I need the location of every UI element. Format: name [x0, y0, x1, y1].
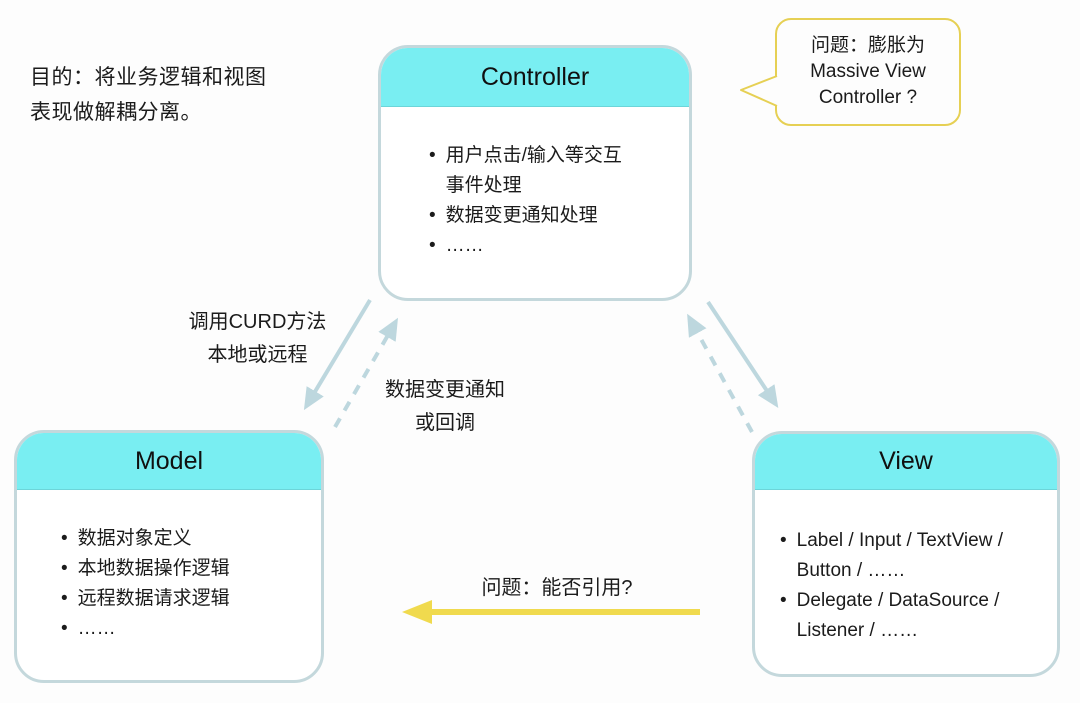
list-item: • 用户点击/输入等交互 事件处理	[429, 141, 675, 201]
controller-box-header: Controller	[381, 48, 689, 107]
view-model-question-arrow	[402, 600, 700, 624]
controller-view-arrows	[687, 300, 779, 433]
list-item: • 数据对象定义	[61, 524, 307, 554]
massive-view-controller-callout: 问题：膨胀为 Massive View Controller ?	[775, 18, 961, 126]
model-box-title: Model	[134, 446, 204, 475]
bullet-icon: •	[780, 530, 787, 551]
callout-tail-shape	[740, 75, 778, 107]
controller-box-body: • 用户点击/输入等交互 事件处理 • 数据变更通知处理 • ……	[381, 107, 689, 261]
bullet-icon: •	[429, 145, 436, 166]
list-item-text: 数据变更通知处理	[445, 205, 598, 226]
view-box-header: View	[755, 434, 1057, 490]
view-box: View • Label / Input / TextView / Button…	[752, 431, 1060, 677]
dashed-arrow-view-to-controller	[687, 313, 754, 433]
view-box-body: • Label / Input / TextView / Button / ………	[755, 490, 1057, 646]
purpose-note: 目的：将业务逻辑和视图 表现做解耦分离。	[30, 66, 267, 124]
label-reference-question: 问题：能否引用?	[481, 577, 633, 599]
list-item: • ……	[61, 614, 307, 644]
list-item-text: Delegate / DataSource / Listener / ……	[796, 590, 1000, 641]
controller-box: Controller • 用户点击/输入等交互 事件处理 • 数据变更通知处理 …	[378, 45, 692, 301]
model-box-body: • 数据对象定义 • 本地数据操作逻辑 • 远程数据请求逻辑 • ……	[17, 490, 321, 644]
model-bullet-list: • 数据对象定义 • 本地数据操作逻辑 • 远程数据请求逻辑 • ……	[61, 524, 307, 644]
bullet-icon: •	[61, 588, 68, 609]
bullet-icon: •	[61, 558, 68, 579]
label-curd-call: 调用CURD方法 本地或远程	[188, 311, 327, 366]
list-item-text: ……	[445, 235, 484, 256]
model-box: Model • 数据对象定义 • 本地数据操作逻辑 • 远程数据请求逻辑 • …	[14, 430, 324, 683]
callout-tail	[740, 75, 778, 107]
list-item-text: ……	[77, 618, 116, 639]
list-item: • Label / Input / TextView / Button / ……	[780, 526, 1049, 586]
model-box-header: Model	[17, 433, 321, 490]
list-item-text: Label / Input / TextView / Button / ……	[796, 530, 1003, 581]
list-item: • 本地数据操作逻辑	[61, 554, 307, 584]
bullet-icon: •	[429, 235, 436, 256]
list-item: • ……	[429, 231, 675, 261]
bullet-icon: •	[429, 205, 436, 226]
dashed-arrow-model-to-controller	[333, 317, 398, 428]
list-item-text: 远程数据请求逻辑	[77, 588, 230, 609]
bullet-icon: •	[61, 618, 68, 639]
list-item: • 远程数据请求逻辑	[61, 584, 307, 614]
callout-text: 问题：膨胀为 Massive View Controller ?	[810, 35, 926, 108]
list-item-text: 用户点击/输入等交互 事件处理	[445, 145, 622, 196]
solid-arrow-controller-to-view	[706, 300, 779, 408]
controller-model-arrows	[303, 298, 398, 428]
label-data-change-notify: 数据变更通知 或回调	[385, 379, 505, 434]
controller-box-title: Controller	[480, 62, 590, 91]
list-item-text: 数据对象定义	[77, 528, 192, 549]
solid-arrow-controller-to-model	[303, 298, 372, 411]
controller-bullet-list: • 用户点击/输入等交互 事件处理 • 数据变更通知处理 • ……	[429, 141, 675, 261]
list-item: • 数据变更通知处理	[429, 201, 675, 231]
bullet-icon: •	[780, 590, 787, 611]
view-bullet-list: • Label / Input / TextView / Button / ………	[780, 526, 1049, 646]
view-box-title: View	[879, 447, 933, 475]
list-item-text: 本地数据操作逻辑	[77, 558, 230, 579]
bullet-icon: •	[61, 528, 68, 549]
list-item: • Delegate / DataSource / Listener / ……	[780, 586, 1049, 646]
